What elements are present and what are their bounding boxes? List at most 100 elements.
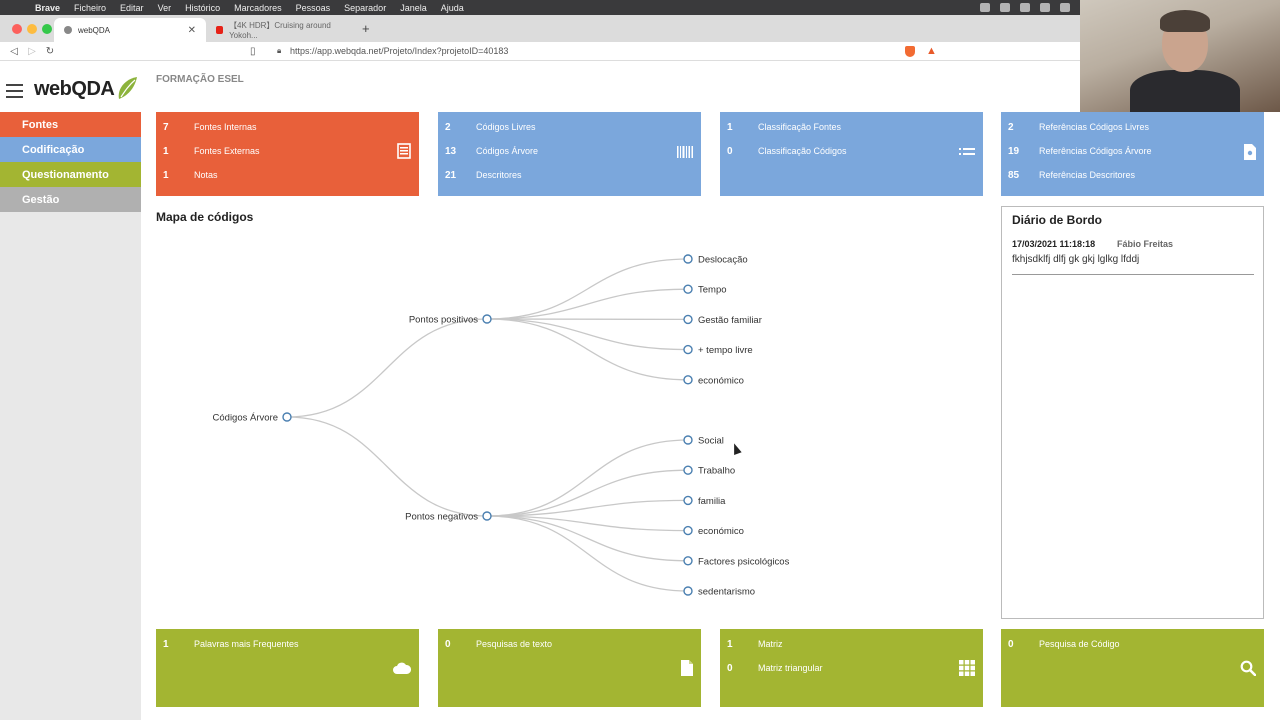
tree-link bbox=[486, 515, 689, 562]
tray-icon[interactable] bbox=[980, 3, 990, 12]
menu-ajuda[interactable]: Ajuda bbox=[440, 2, 464, 13]
menu-brave[interactable]: Brave bbox=[35, 2, 61, 13]
code-leaf-node[interactable] bbox=[683, 284, 693, 294]
tab-youtube[interactable]: 【4K HDR】Cruising around Yokoh... bbox=[206, 18, 356, 42]
brave-rewards-icon[interactable]: ▲ bbox=[926, 45, 937, 57]
menu-ficheiro[interactable]: Ficheiro bbox=[74, 2, 107, 13]
close-icon[interactable]: ✕ bbox=[187, 24, 196, 36]
sidebar-item-fontes[interactable]: Fontes bbox=[0, 112, 141, 137]
brave-shield-icon[interactable] bbox=[905, 45, 915, 57]
code-leaf-label[interactable]: Tempo bbox=[698, 285, 727, 296]
code-leaf-node[interactable] bbox=[683, 314, 693, 325]
menu-editar[interactable]: Editar bbox=[120, 2, 144, 13]
tree-link bbox=[486, 515, 689, 592]
code-leaf-node[interactable] bbox=[683, 254, 693, 264]
tree-link bbox=[486, 469, 689, 517]
code-leaf-label[interactable]: + tempo livre bbox=[698, 345, 753, 356]
code-leaf-node[interactable] bbox=[683, 465, 693, 475]
forward-icon[interactable]: ▷ bbox=[28, 45, 36, 57]
code-leaf-label[interactable]: Factores psicológicos bbox=[698, 556, 790, 567]
reload-icon[interactable]: ↻ bbox=[45, 45, 55, 57]
maximize-window-button[interactable] bbox=[42, 24, 52, 34]
menu-separador[interactable]: Separador bbox=[344, 2, 387, 13]
lock-icon: 🔒︎ bbox=[277, 46, 282, 55]
card-label: Referências Códigos Árvore bbox=[1039, 146, 1152, 156]
cloud-icon[interactable] bbox=[1020, 3, 1030, 12]
code-root-node[interactable] bbox=[282, 412, 292, 422]
card-label: Classificação Códigos bbox=[758, 146, 847, 156]
tree-link bbox=[486, 258, 689, 320]
code-leaf-label[interactable]: familia bbox=[698, 496, 726, 507]
code-branch-label[interactable]: Pontos positivos bbox=[409, 315, 478, 326]
card-label: Códigos Árvore bbox=[476, 146, 539, 156]
code-leaf-label[interactable]: económico bbox=[698, 375, 744, 386]
menu-pessoas[interactable]: Pessoas bbox=[295, 2, 331, 13]
minimize-window-button[interactable] bbox=[27, 24, 37, 34]
bookmark-icon[interactable]: ▯ bbox=[250, 45, 256, 57]
menu-ver[interactable]: Ver bbox=[157, 2, 172, 13]
code-leaf-label[interactable]: sedentarismo bbox=[698, 587, 755, 598]
code-branch-node[interactable] bbox=[482, 511, 492, 521]
diary-entry-text[interactable]: fkhjsdklfj dlfj gk gkj lglkg lfddj bbox=[1012, 254, 1140, 265]
tab-label: webQDA bbox=[78, 25, 111, 35]
youtube-icon bbox=[216, 26, 224, 34]
search-icon bbox=[1240, 660, 1256, 676]
code-leaf-label[interactable]: Social bbox=[698, 436, 724, 447]
code-leaf-node[interactable] bbox=[683, 375, 693, 385]
menu-marcadores[interactable]: Marcadores bbox=[234, 2, 282, 13]
code-leaf-node[interactable] bbox=[683, 344, 693, 355]
file-icon bbox=[1244, 144, 1256, 160]
card-label: Pesquisa de Código bbox=[1039, 639, 1120, 649]
cloud-icon bbox=[393, 662, 411, 674]
app-logo[interactable]: webQDA bbox=[34, 78, 115, 100]
code-root-label[interactable]: Códigos Árvore bbox=[213, 413, 278, 424]
cloud-icon[interactable] bbox=[1000, 3, 1010, 12]
webcam-overlay bbox=[1080, 0, 1280, 120]
code-map-title: Mapa de códigos bbox=[156, 210, 254, 224]
sidebar: Fontes Codificação Questionamento Gestão bbox=[0, 112, 141, 720]
code-leaf-label[interactable]: Deslocação bbox=[698, 255, 748, 266]
new-tab-button[interactable]: + bbox=[362, 21, 370, 36]
diary-panel: Diário de Bordo 17/03/2021 11:18:18 Fábi… bbox=[1001, 206, 1264, 619]
close-window-button[interactable] bbox=[12, 24, 22, 34]
code-leaf-label[interactable]: Gestão familiar bbox=[698, 315, 762, 326]
url-field[interactable]: https://app.webqda.net/Projeto/Index?pro… bbox=[290, 46, 509, 56]
barcode-icon bbox=[677, 146, 693, 158]
back-icon[interactable]: ◁ bbox=[10, 45, 18, 57]
display-icon[interactable] bbox=[1060, 3, 1070, 12]
code-leaf-node[interactable] bbox=[683, 525, 693, 536]
document-icon bbox=[397, 143, 411, 159]
hamburger-menu-icon[interactable] bbox=[6, 84, 23, 98]
code-branch-node[interactable] bbox=[482, 314, 492, 324]
code-branch-label[interactable]: Pontos negativos bbox=[405, 512, 478, 523]
sidebar-item-gestao[interactable]: Gestão bbox=[0, 187, 141, 212]
tree-link bbox=[486, 439, 689, 517]
menu-historico[interactable]: Histórico bbox=[185, 2, 221, 13]
diary-entry-date: 17/03/2021 11:18:18 bbox=[1012, 239, 1096, 249]
tree-link bbox=[286, 416, 488, 517]
code-leaf-label[interactable]: económico bbox=[698, 526, 744, 537]
tab-webqda[interactable]: webQDA ✕ bbox=[54, 18, 206, 42]
dropbox-icon[interactable] bbox=[1040, 3, 1050, 12]
globe-icon bbox=[64, 26, 72, 34]
code-leaf-node[interactable] bbox=[683, 435, 693, 445]
sidebar-item-codificacao[interactable]: Codificação bbox=[0, 137, 141, 162]
menu-janela[interactable]: Janela bbox=[400, 2, 427, 13]
project-title: FORMAÇÃO ESEL bbox=[156, 74, 244, 85]
code-leaf-node[interactable] bbox=[683, 495, 693, 506]
code-leaf-node[interactable] bbox=[683, 586, 693, 596]
code-leaf-node[interactable] bbox=[683, 556, 693, 566]
tree-link bbox=[486, 499, 689, 517]
code-leaf-label[interactable]: Trabalho bbox=[698, 466, 735, 477]
sidebar-item-questionamento[interactable]: Questionamento bbox=[0, 162, 141, 187]
card-count: 7 bbox=[163, 121, 169, 133]
